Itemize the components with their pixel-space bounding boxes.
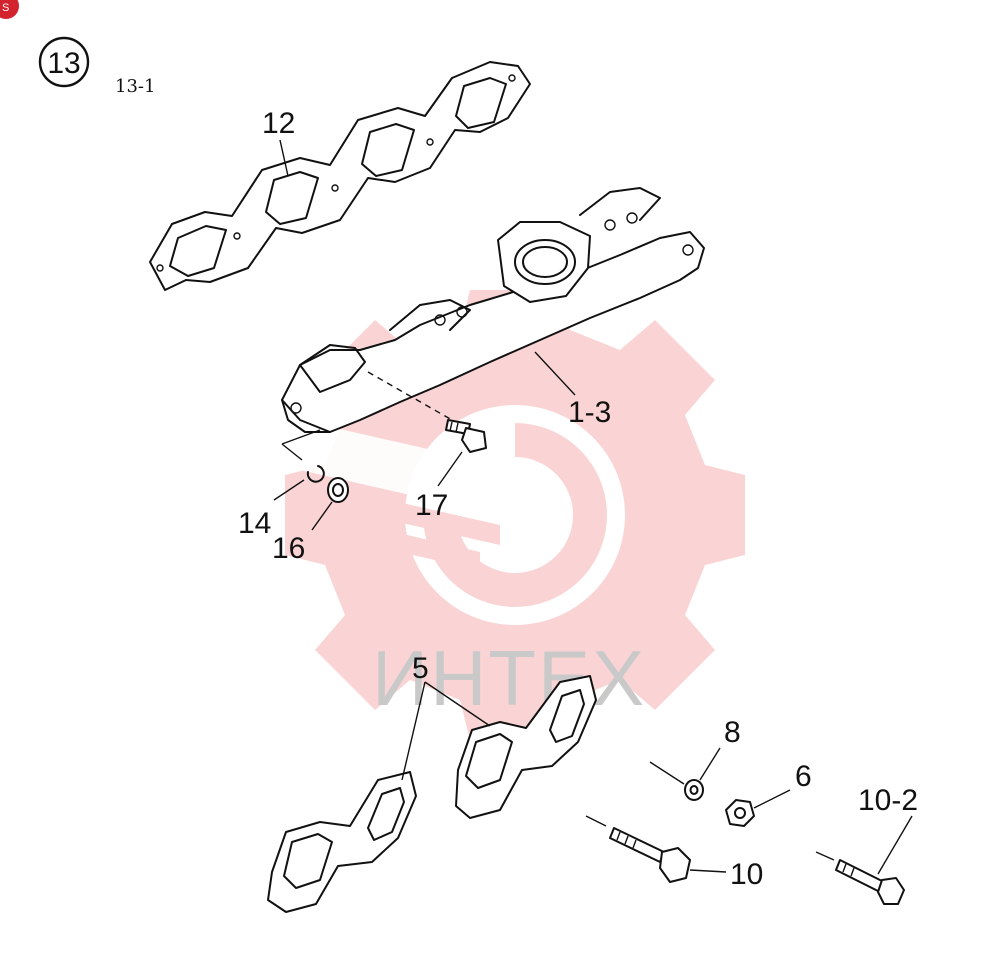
corner-badge: S bbox=[0, 0, 19, 19]
exhaust-manifold-part-1-3 bbox=[281, 187, 705, 433]
callout-6: 6 bbox=[795, 760, 812, 793]
callout-12: 12 bbox=[262, 107, 295, 140]
watermark-text: ИНТЕХ bbox=[372, 634, 646, 722]
callout-8: 8 bbox=[724, 716, 741, 749]
callout-1-3: 1-3 bbox=[568, 396, 611, 429]
callout-10-2: 10-2 bbox=[858, 784, 918, 817]
bolt-part-10-2 bbox=[815, 851, 905, 905]
callout-10: 10 bbox=[730, 858, 763, 891]
bolt-part-10 bbox=[585, 815, 691, 883]
spacer-part-16 bbox=[327, 477, 349, 503]
group-number: 13 bbox=[47, 47, 80, 80]
clip-part-14 bbox=[306, 465, 325, 483]
callout-16: 16 bbox=[272, 532, 305, 565]
gasket-top-part-12 bbox=[149, 61, 531, 291]
stud-part-17 bbox=[445, 419, 487, 453]
corner-badge-text: S bbox=[2, 2, 9, 14]
callout-14: 14 bbox=[238, 507, 271, 540]
callout-17: 17 bbox=[415, 489, 448, 522]
group-number-badge: 13 bbox=[38, 36, 90, 88]
sub-reference: 13-1 bbox=[115, 76, 155, 97]
callout-5: 5 bbox=[412, 652, 429, 685]
washer-part-8 bbox=[684, 779, 704, 801]
nut-part-6 bbox=[725, 799, 755, 827]
gaskets-bottom-part-5 bbox=[267, 675, 597, 913]
